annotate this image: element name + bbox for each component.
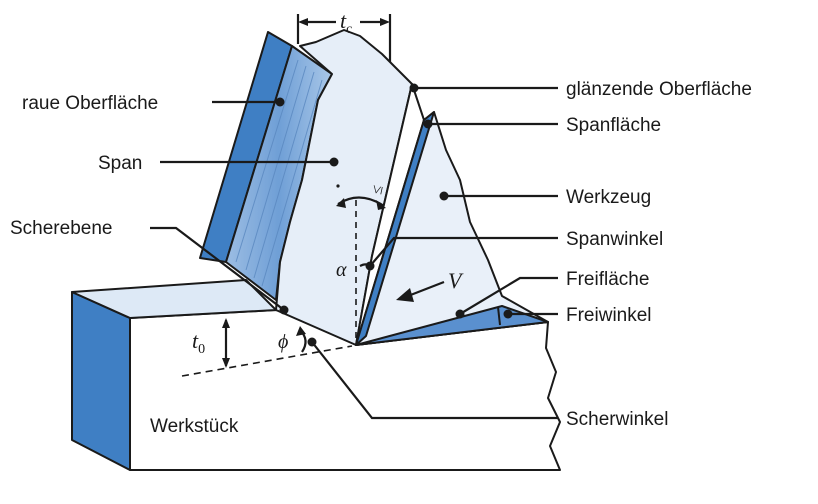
- velocity-symbol: V: [448, 268, 464, 293]
- rake-angle-mark: ≤ α: [336, 184, 387, 338]
- phi-symbol: ϕ: [278, 331, 288, 353]
- t0-symbol: t: [192, 328, 199, 353]
- svg-text:t0: t0: [192, 328, 205, 357]
- label-workpiece: Werkstück: [150, 416, 239, 437]
- tc-dimension: tc: [296, 8, 392, 62]
- velocity-arrow: V: [396, 268, 464, 302]
- cut-reference-line: [181, 345, 353, 377]
- workpiece: [71, 279, 561, 471]
- clearance-angle-ref: [497, 306, 501, 326]
- labels: raue Oberfläche Span Scherebene Werkstüc…: [10, 79, 752, 437]
- label-rake-face: Spanfläche: [566, 115, 661, 136]
- tc-symbol: t: [340, 8, 347, 33]
- label-chip: Span: [98, 153, 142, 174]
- label-rake-angle: Spanwinkel: [566, 229, 663, 250]
- label-tool: Werkzeug: [566, 187, 651, 208]
- tool-rake-face: [355, 111, 435, 346]
- leader-lines: [150, 83, 558, 420]
- tc-subscript: c: [346, 22, 352, 37]
- label-shear-plane: Scherebene: [10, 218, 112, 239]
- label-clearance-angle: Freiwinkel: [566, 305, 652, 326]
- workpiece-left-face: [71, 291, 131, 471]
- label-rough-surface: raue Oberfläche: [22, 93, 158, 114]
- cutting-tool: [355, 111, 549, 346]
- shear-angle-mark: ϕ: [278, 326, 307, 353]
- svg-text:tc: tc: [340, 8, 352, 37]
- chip: [199, 29, 425, 346]
- label-shear-angle: Scherwinkel: [566, 409, 668, 430]
- tolerance-symbol: ≤: [368, 184, 386, 196]
- t0-subscript: 0: [198, 342, 205, 357]
- label-shiny-surface: glänzende Oberfläche: [566, 79, 752, 100]
- t0-dimension: t0: [181, 318, 353, 377]
- alpha-symbol: α: [336, 259, 347, 281]
- label-flank-face: Freifläche: [566, 269, 649, 290]
